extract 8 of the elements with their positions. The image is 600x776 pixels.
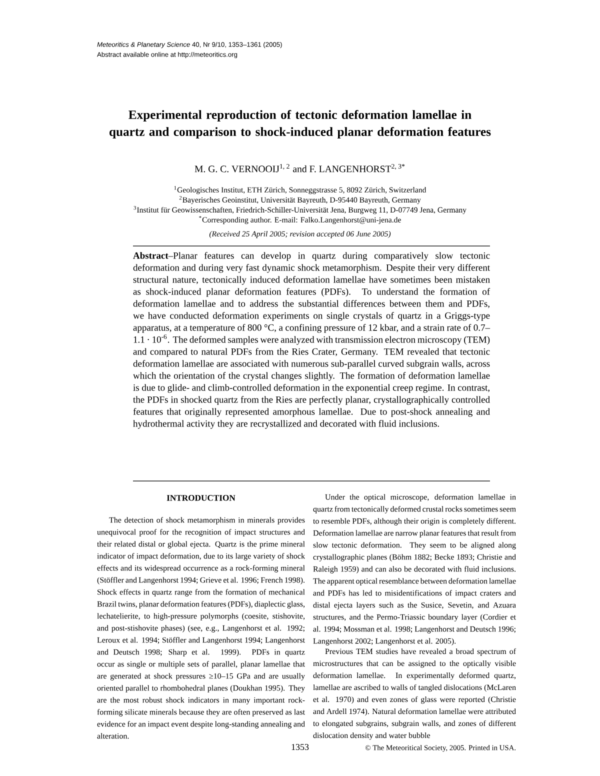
body-paragraph: Previous TEM studies have revealed a broad spectrum of microstructures that can be assigned to the optically visible deformation lamellae. In experimentally deformed quartz, lamellae are ascribed to walls of tangled dislocations (McLaren et al. 1970) and even zones of glass were reported (Christie and Ardell 1974). Natural deformation lamellae were attributed to elongated subgrains, subgrain walls, and zones of different dislocation density and water bubble [313, 648, 516, 740]
abstract-paragraph: Abstract–Planar features can develop in quartz during comparatively slow tectonic deformation and during very fast dynamic shock metamorphism. Despite their very different structural nature, tectonically induced deformation lamellae have sometimes been mistaken as shock-induced planar deformation features (PDFs). To understand the formation of deformation lamellae and to address the substantial differences between them and PDFs, we have conducted deformation experiments on single crystals of quartz in a Griggs-type apparatus, at a temperature of 800 °C, a confining pressure of 12 kbar, and a strain rate of 0.7–1.1 · 10$^{-6}$. The deformed samples were analyzed with transmission electron microscopy (TEM) and compared to natural PDFs from the Ries Crater, Germany. TEM revealed that tectonic deformation lamellae are associated with numerous sub-parallel curved subgrain walls, across which the orientation of the crystal changes slightly. The formation of deformation lamellae is due to glide- and climb-controlled deformation in the exponential creep regime. In contrast, the PDFs in shocked quartz from the Ries are perfectly planar, crystallographically controlled features that originally represented amorphous lamellae. Due to post-shock annealing and hydrothermal activity they are recrystallized and decorated with fluid inclusions. [133, 252, 490, 429]
body-paragraph: Under the optical microscope, deformation lamellae in quartz from tectonically deformed crustal rocks sometimes seem to resemble PDFs, although their origin is completely different. Deformation lamellae are narrow planar features that result from slow tectonic deformation. They seem to be aligned along crystallographic planes (Böhm 1882; Becke 1893; Christie and Raleigh 1959) and can also be decorated with fluid inclusions. The apparent optical resemblance between deformation lamellae and PDFs has led to misidentifications of impact craters and distal ejecta layers such as the Susice, Sevetin, and Azuara structures, and the Permo-Triassic boundary layer (Cordier et al. 1994; Mossman et al. 1998; Langenhorst and Deutsch 1996; Langenhorst 2002; Langenhorst et al. 2005). [313, 494, 516, 646]
section-heading: INTRODUCTION [166, 495, 236, 501]
body-paragraph: The detection of shock metamorphism in minerals provides unequivocal proof for the recognition of impact structures and their related distal or global ejecta. Quartz is the prime mineral indicator of impact deformation, due to its large variety of shock effects and its widespread occurrence as a rock-forming mineral (Stöffler and Langenhorst 1994; Grieve et al. 1996; French 1998). Shock effects in quartz range from the formation of mechanical Brazil twins, planar deformation features (PDFs), diaplectic glass, lechatelierite, to high-pressure polymorphs (coesite, stishovite, and post-stishovite phases) (see, e.g., Langenhorst et al. 1992; Leroux et al. 1994; Stöffler and Langenhorst 1994; Langenhorst and Deutsch 1998; Sharp et al. 1999). PDFs in quartz occur as single or multiple sets of parallel, planar lamellae that are generated at shock pressures ≥10–15 GPa and are usually oriented parallel to rhombohedral planes (Doukhan 1995). They are the most robust shock indicators in many important rock-forming silicate minerals because they are often preserved as last evidence for an impact event despite long-standing annealing and alteration. [97, 517, 306, 739]
article-title: Experimental reproduction of tectonic deformation lamellae in quartz and comparison to shock-induced planar deformation features [110, 110, 491, 139]
author-line: M. G. C. VERNOOIJ$^{1, 2}$ and F. LANGENHORST$^{2, 3*}$ [194, 164, 405, 172]
page-number: 1353 [292, 744, 309, 750]
